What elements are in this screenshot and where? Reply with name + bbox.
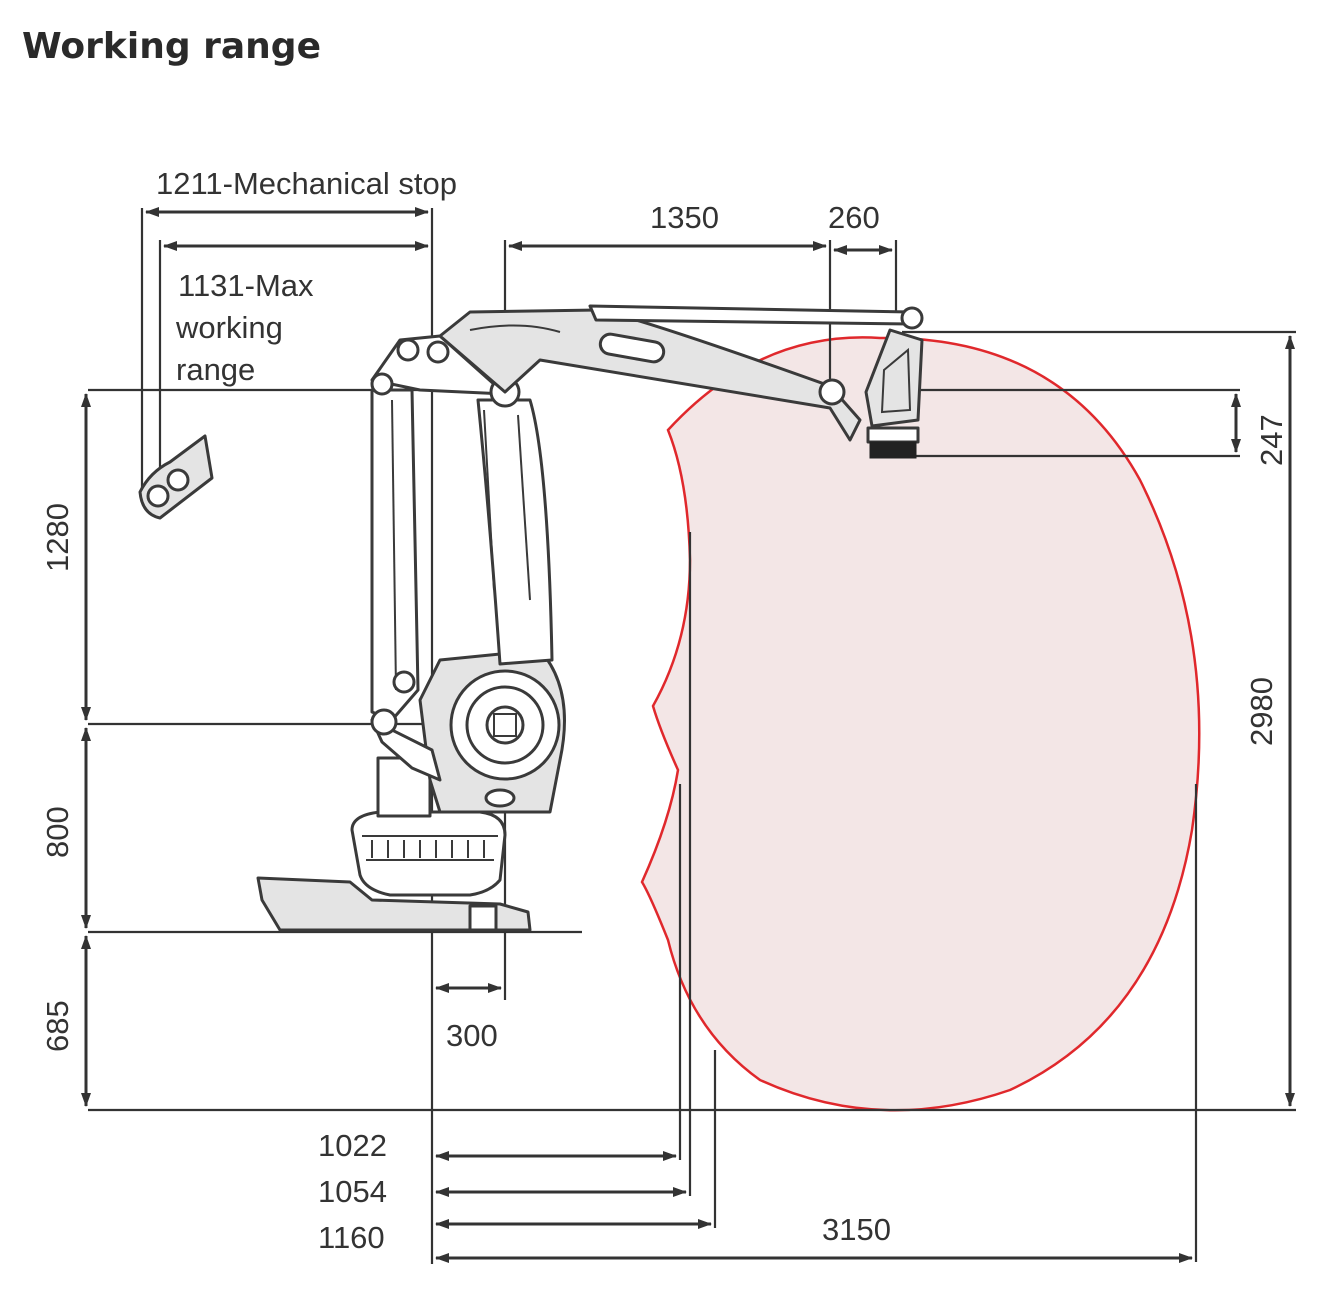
dim-1350: 1350 xyxy=(650,200,719,235)
dim-1280: 1280 xyxy=(40,503,75,572)
max-working-range-label-2: working xyxy=(175,310,283,345)
dim-1054: 1054 xyxy=(318,1174,387,1209)
max-working-range-label-3: range xyxy=(176,352,255,387)
dim-3150: 3150 xyxy=(822,1212,891,1247)
mechanical-stop-label: 1211-Mechanical stop xyxy=(156,166,457,201)
page-title: Working range xyxy=(22,26,321,67)
dim-800: 800 xyxy=(40,806,75,858)
dim-260: 260 xyxy=(828,200,880,235)
working-envelope xyxy=(640,336,1201,1112)
max-working-range-label-1: 1131-Max xyxy=(178,268,314,303)
dim-300: 300 xyxy=(446,1018,498,1053)
dim-1160: 1160 xyxy=(318,1220,385,1255)
dim-2980: 2980 xyxy=(1244,677,1279,746)
robot-drawing xyxy=(138,304,924,932)
dim-247: 247 xyxy=(1254,414,1289,466)
dim-685: 685 xyxy=(40,1000,75,1052)
dim-1022: 1022 xyxy=(318,1128,387,1163)
